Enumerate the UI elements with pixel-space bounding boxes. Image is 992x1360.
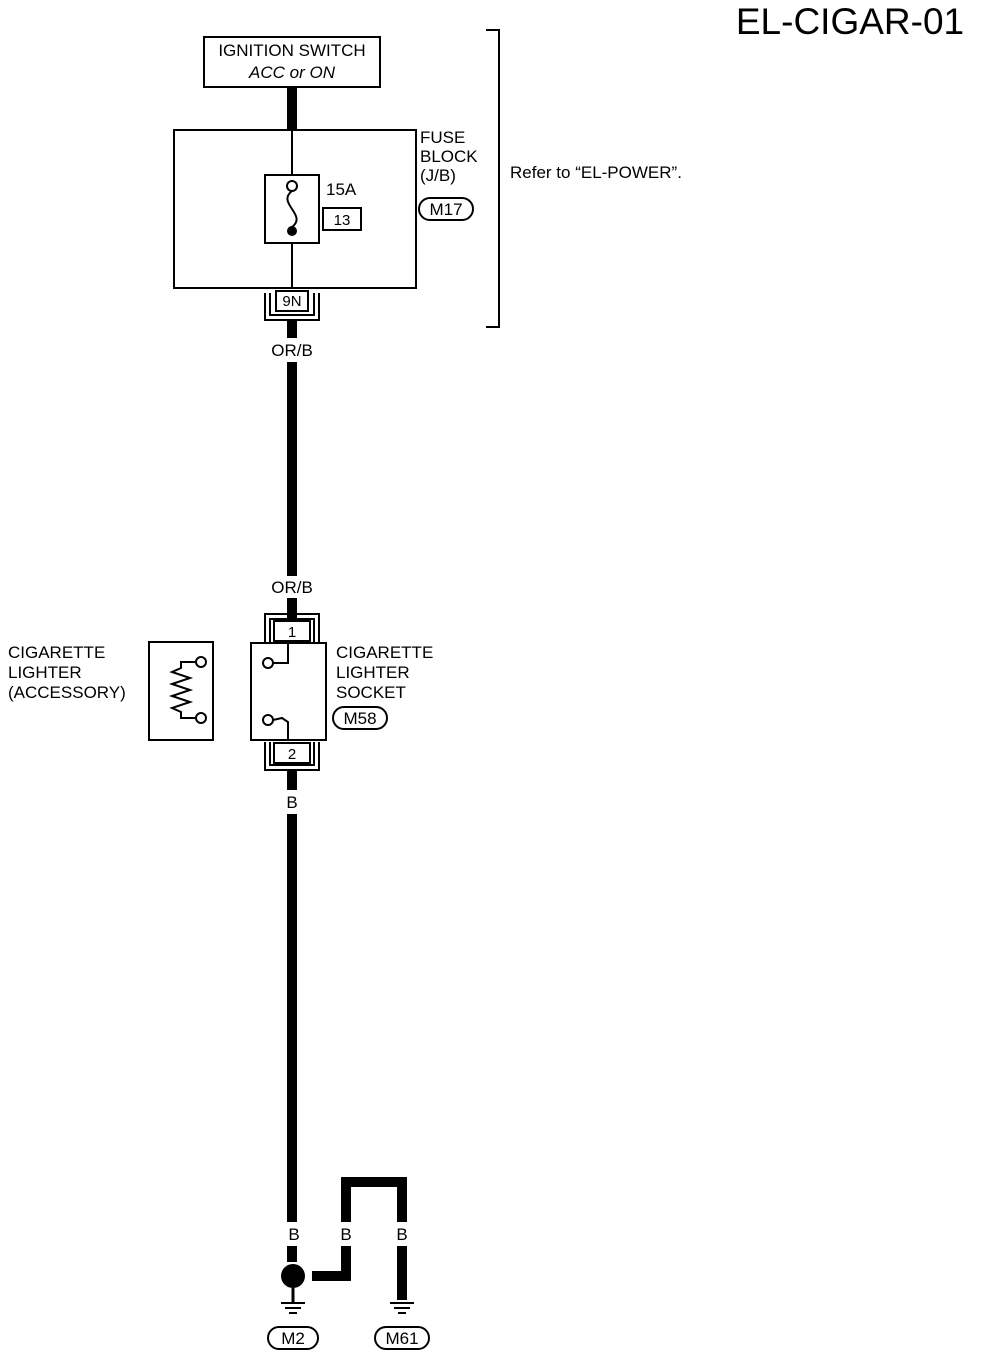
socket-pin-2: 2 — [288, 746, 296, 763]
ignition-switch-title: IGNITION SWITCH — [218, 41, 365, 60]
ground-m2-oval — [267, 1326, 319, 1350]
accessory-label-1: CIGARETTE — [8, 643, 105, 662]
wire-label-b-branch-2: B — [396, 1225, 407, 1244]
heater-coil-icon — [168, 661, 196, 719]
terminal-9n: 9N — [282, 293, 301, 310]
diagram-code: EL-CIGAR-01 — [736, 1, 964, 42]
splice-point — [281, 1264, 305, 1288]
ignition-switch-mode: ACC or ON — [248, 63, 336, 82]
refer-note: Refer to “EL-POWER”. — [510, 163, 682, 182]
ignition-switch: IGNITION SWITCH ACC or ON — [203, 36, 381, 88]
socket-pin-1: 1 — [288, 624, 296, 641]
socket-connector-oval — [332, 706, 388, 730]
fuse-block-label-3: (J/B) — [420, 166, 456, 185]
ground-icon-m2 — [281, 1302, 305, 1314]
ground-m61-oval — [374, 1326, 430, 1350]
fuse-block-connector-oval — [418, 197, 474, 221]
power-bracket — [486, 29, 500, 328]
ground-m2: M2 — [281, 1329, 305, 1348]
accessory-label-2: LIGHTER — [8, 663, 82, 682]
fuse-block-label-1: FUSE — [420, 128, 465, 147]
socket-pin-1-connector: 1 — [264, 613, 320, 642]
wire-branch-to-splice — [312, 1246, 351, 1281]
wire-label-orb-lower: OR/B — [271, 578, 313, 597]
ground-icon-m61 — [390, 1302, 414, 1314]
fuse-number-box — [322, 207, 362, 231]
fuse-rating: 15A — [326, 180, 357, 199]
socket-pin-2-connector: 2 — [264, 742, 320, 771]
socket-label-3: SOCKET — [336, 683, 406, 702]
fuse-block-connector: M17 — [429, 200, 462, 219]
wire-label-orb-upper: OR/B — [271, 341, 313, 360]
wire-label-b-main: B — [286, 793, 297, 812]
fuse-number: 13 — [334, 212, 351, 229]
cigarette-lighter-socket — [250, 642, 327, 741]
socket-label-2: LIGHTER — [336, 663, 410, 682]
ground-m61: M61 — [385, 1329, 418, 1348]
fuse-block: 15A 13 — [173, 129, 417, 289]
accessory-label-3: (ACCESSORY) — [8, 683, 126, 702]
cigarette-lighter-accessory — [148, 641, 214, 741]
fuse-symbol — [264, 174, 320, 244]
wire-label-b-branch-1: B — [340, 1225, 351, 1244]
fuse-block-label-2: BLOCK — [420, 147, 478, 166]
socket-connector: M58 — [343, 709, 376, 728]
terminal-9n-connector: 9N — [264, 290, 320, 321]
wire-ground-loop — [341, 1177, 407, 1222]
socket-label-1: CIGARETTE — [336, 643, 433, 662]
wire-label-b-drop: B — [288, 1225, 299, 1244]
